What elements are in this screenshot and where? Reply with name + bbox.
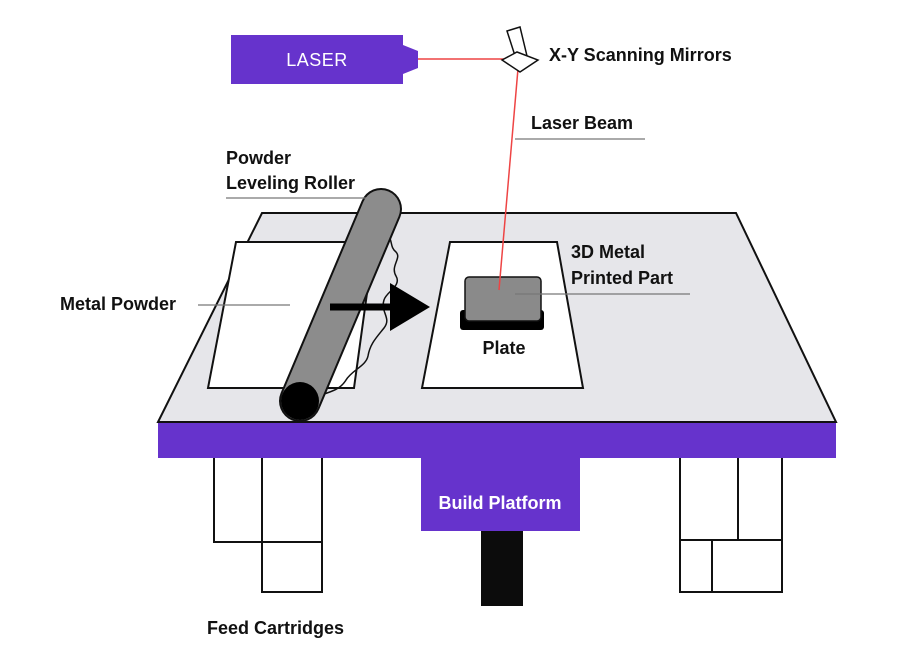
laser-label: LASER [286, 50, 348, 70]
feed-cartridge-right [679, 455, 783, 593]
metal-printed-part [464, 276, 542, 322]
beam-label: Laser Beam [531, 113, 633, 133]
part-label-line2: Printed Part [571, 268, 673, 288]
metal-powder-label: Metal Powder [60, 294, 176, 314]
laser-unit: LASER [231, 35, 418, 84]
laser-beam [418, 56, 520, 291]
xy-scanning-mirrors [500, 26, 540, 73]
roller-label-line2: Leveling Roller [226, 173, 355, 193]
part-label-line1: 3D Metal [571, 242, 645, 262]
build-platform-block [421, 456, 580, 531]
table-edge [158, 422, 836, 458]
mirrors-label: X-Y Scanning Mirrors [549, 45, 732, 65]
build-platform-piston [481, 528, 523, 606]
roller-direction-arrow [330, 283, 430, 331]
feed-cartridges-label: Feed Cartridges [207, 618, 344, 638]
build-platform-label: Build Platform [438, 493, 561, 513]
powder-wave-edge [317, 231, 399, 397]
feed-cartridge-left [213, 455, 323, 593]
plate-label: Plate [482, 338, 525, 358]
roller-label-line1: Powder [226, 148, 291, 168]
